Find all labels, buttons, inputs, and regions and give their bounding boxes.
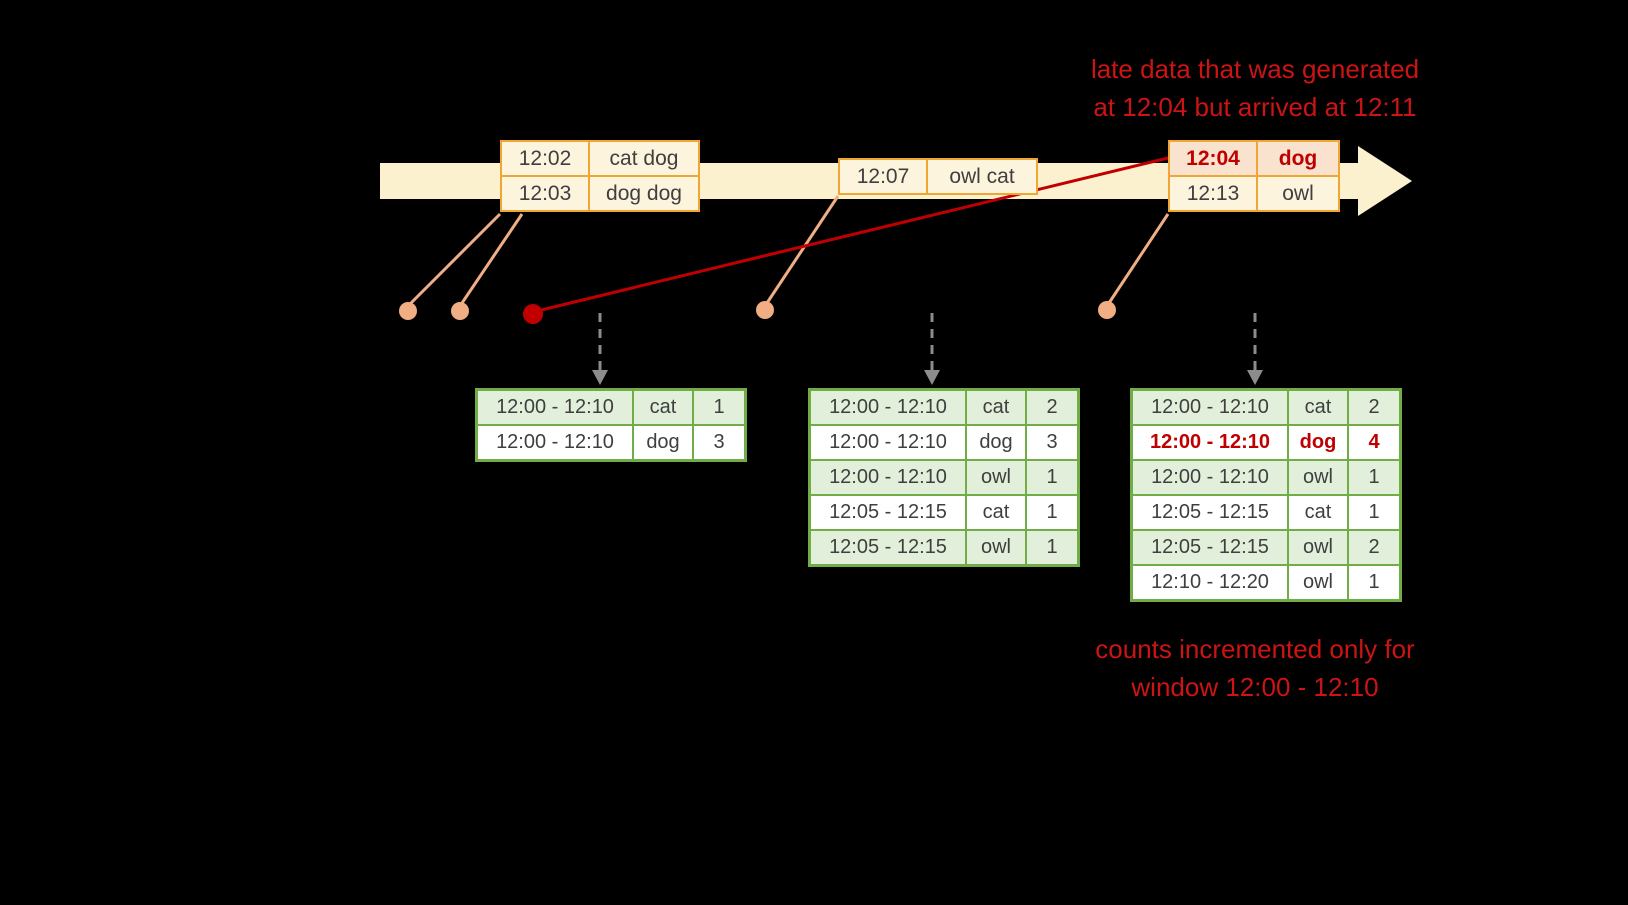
result-window: 12:05 - 12:15: [808, 529, 967, 567]
result-table-2: 12:00 - 12:10 cat 2 12:00 - 12:10 dog 3 …: [808, 388, 1080, 567]
result-count: 1: [1025, 459, 1080, 496]
result-word: owl: [965, 529, 1027, 567]
result-count: 1: [692, 388, 747, 426]
result-word: dog: [632, 424, 694, 462]
connector-line: [1105, 213, 1170, 307]
event-dot-icon: [1098, 301, 1116, 319]
result-count: 3: [1025, 424, 1080, 461]
event-row: 12:07 owl cat: [838, 158, 1038, 195]
counts-note-line2: window 12:00 - 12:10: [1131, 672, 1379, 702]
result-count: 2: [1347, 388, 1402, 426]
event-row: 12:02 cat dog: [500, 140, 700, 177]
result-window: 12:10 - 12:20: [1130, 564, 1289, 602]
event-table-2: 12:07 owl cat: [838, 158, 1038, 195]
result-window: 12:00 - 12:10: [475, 388, 634, 426]
result-count: 3: [692, 424, 747, 462]
event-time: 12:02: [500, 140, 590, 177]
result-row: 12:00 - 12:10 owl 1: [808, 459, 1080, 496]
trigger-arrowhead-icon: [1247, 370, 1263, 385]
result-count: 1: [1025, 529, 1080, 567]
result-row: 12:05 - 12:15 owl 1: [808, 529, 1080, 567]
result-row: 12:00 - 12:10 cat 1: [475, 388, 747, 426]
counts-incremented-note: counts incremented only for window 12:00…: [1035, 630, 1475, 706]
result-count: 4: [1347, 424, 1402, 461]
late-data-note-line1: late data that was generated: [1090, 54, 1420, 84]
connector-line: [458, 213, 524, 307]
timeline-arrowhead-icon: [1358, 146, 1412, 216]
event-words: dog dog: [588, 175, 700, 212]
result-window: 12:00 - 12:10: [1130, 388, 1289, 426]
result-row: 12:00 - 12:10 dog 3: [475, 424, 747, 462]
result-row: 12:00 - 12:10 owl 1: [1130, 459, 1402, 496]
event-dot-icon: [399, 302, 417, 320]
result-window: 12:00 - 12:10: [1130, 424, 1289, 461]
result-word: cat: [965, 388, 1027, 426]
result-row: 12:00 - 12:10 cat 2: [808, 388, 1080, 426]
event-time: 12:07: [838, 158, 928, 195]
result-count: 1: [1347, 564, 1402, 602]
counts-note-line1: counts incremented only for: [1095, 634, 1415, 664]
result-word: cat: [1287, 388, 1349, 426]
trigger-arrowhead-icon: [592, 370, 608, 385]
result-row: 12:10 - 12:20 owl 1: [1130, 564, 1402, 602]
result-row-updated: 12:00 - 12:10 dog 4: [1130, 424, 1402, 461]
result-word: cat: [632, 388, 694, 426]
late-data-note-line2: at 12:04 but arrived at 12:11: [1093, 92, 1417, 122]
late-event-row: 12:04 dog: [1168, 140, 1340, 177]
event-dot-icon: [756, 301, 774, 319]
result-window: 12:00 - 12:10: [808, 424, 967, 461]
result-count: 2: [1025, 388, 1080, 426]
late-data-connector-line: [532, 156, 1169, 314]
trigger-arrowhead-icon: [924, 370, 940, 385]
event-dots: [399, 301, 1116, 324]
event-words: owl cat: [926, 158, 1038, 195]
result-window: 12:00 - 12:10: [1130, 459, 1289, 496]
event-connectors: [406, 195, 1170, 308]
result-table-3: 12:00 - 12:10 cat 2 12:00 - 12:10 dog 4 …: [1130, 388, 1402, 602]
result-window: 12:05 - 12:15: [808, 494, 967, 531]
result-row: 12:05 - 12:15 cat 1: [808, 494, 1080, 531]
event-table-1: 12:02 cat dog 12:03 dog dog: [500, 140, 700, 212]
result-word: cat: [965, 494, 1027, 531]
event-time: 12:13: [1168, 175, 1258, 212]
late-data-note: late data that was generated at 12:04 bu…: [1035, 50, 1475, 126]
result-word: owl: [1287, 564, 1349, 602]
result-word: dog: [965, 424, 1027, 461]
result-row: 12:00 - 12:10 dog 3: [808, 424, 1080, 461]
event-row: 12:03 dog dog: [500, 175, 700, 212]
result-window: 12:00 - 12:10: [808, 459, 967, 496]
late-event-dot-icon: [523, 304, 543, 324]
event-row: 12:13 owl: [1168, 175, 1340, 212]
result-row: 12:05 - 12:15 owl 2: [1130, 529, 1402, 566]
result-row: 12:00 - 12:10 cat 2: [1130, 388, 1402, 426]
connector-line: [406, 212, 502, 308]
event-dot-icon: [451, 302, 469, 320]
result-table-1: 12:00 - 12:10 cat 1 12:00 - 12:10 dog 3: [475, 388, 747, 462]
result-row: 12:05 - 12:15 cat 1: [1130, 494, 1402, 531]
result-word: owl: [965, 459, 1027, 496]
event-table-3: 12:04 dog 12:13 owl: [1168, 140, 1340, 212]
result-count: 1: [1025, 494, 1080, 531]
result-window: 12:05 - 12:15: [1130, 529, 1289, 566]
event-time: 12:04: [1168, 140, 1258, 177]
event-time: 12:03: [500, 175, 590, 212]
result-window: 12:00 - 12:10: [475, 424, 634, 462]
result-word: dog: [1287, 424, 1349, 461]
event-words: owl: [1256, 175, 1340, 212]
trigger-arrows: [592, 313, 1263, 385]
result-word: owl: [1287, 459, 1349, 496]
result-word: cat: [1287, 494, 1349, 531]
connector-line: [763, 195, 840, 307]
result-window: 12:05 - 12:15: [1130, 494, 1289, 531]
event-words: cat dog: [588, 140, 700, 177]
event-words: dog: [1256, 140, 1340, 177]
result-count: 1: [1347, 494, 1402, 531]
result-word: owl: [1287, 529, 1349, 566]
result-count: 2: [1347, 529, 1402, 566]
result-count: 1: [1347, 459, 1402, 496]
result-window: 12:00 - 12:10: [808, 388, 967, 426]
